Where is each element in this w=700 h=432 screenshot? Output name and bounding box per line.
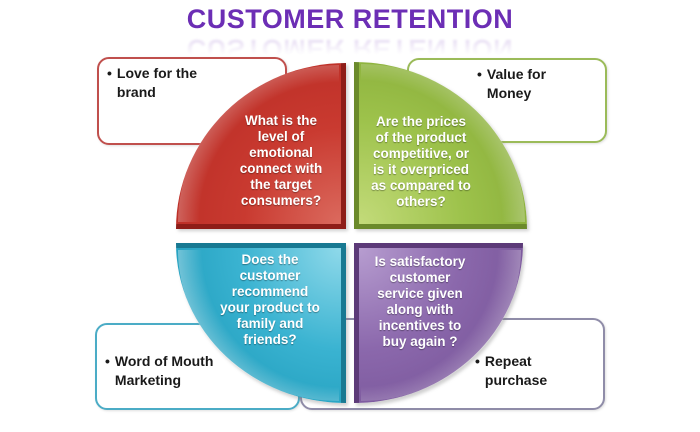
bullet-icon: •	[477, 66, 482, 82]
bullet-icon: •	[105, 353, 110, 369]
callout-label: • Repeat purchase	[475, 352, 570, 390]
page-title-reflection: CUSTOMER RETENTION	[186, 34, 514, 64]
callout-label: • Value for Money	[477, 65, 567, 103]
callout-label-text: Value for Money	[486, 66, 547, 101]
quadrant-question: What is the level of emotional connect w…	[239, 113, 323, 208]
callout-label: • Love for the brand	[107, 64, 217, 102]
quadrant-customer-service: Is satisfactory customer service given a…	[354, 243, 523, 403]
quadrant-question: Does the customer recommend your product…	[220, 252, 320, 347]
bullet-icon: •	[107, 65, 112, 81]
page-title: CUSTOMER RETENTION	[186, 4, 514, 34]
quadrant-question: Are the prices of the product competitiv…	[371, 114, 471, 209]
callout-label: • Word of Mouth Marketing	[105, 352, 250, 390]
callout-label-text: Repeat purchase	[484, 353, 548, 388]
callout-label-text: Word of Mouth Marketing	[114, 353, 214, 388]
callout-label-text: Love for the brand	[116, 65, 198, 100]
quadrant-question: Is satisfactory customer service given a…	[374, 254, 466, 349]
bullet-icon: •	[475, 353, 480, 369]
